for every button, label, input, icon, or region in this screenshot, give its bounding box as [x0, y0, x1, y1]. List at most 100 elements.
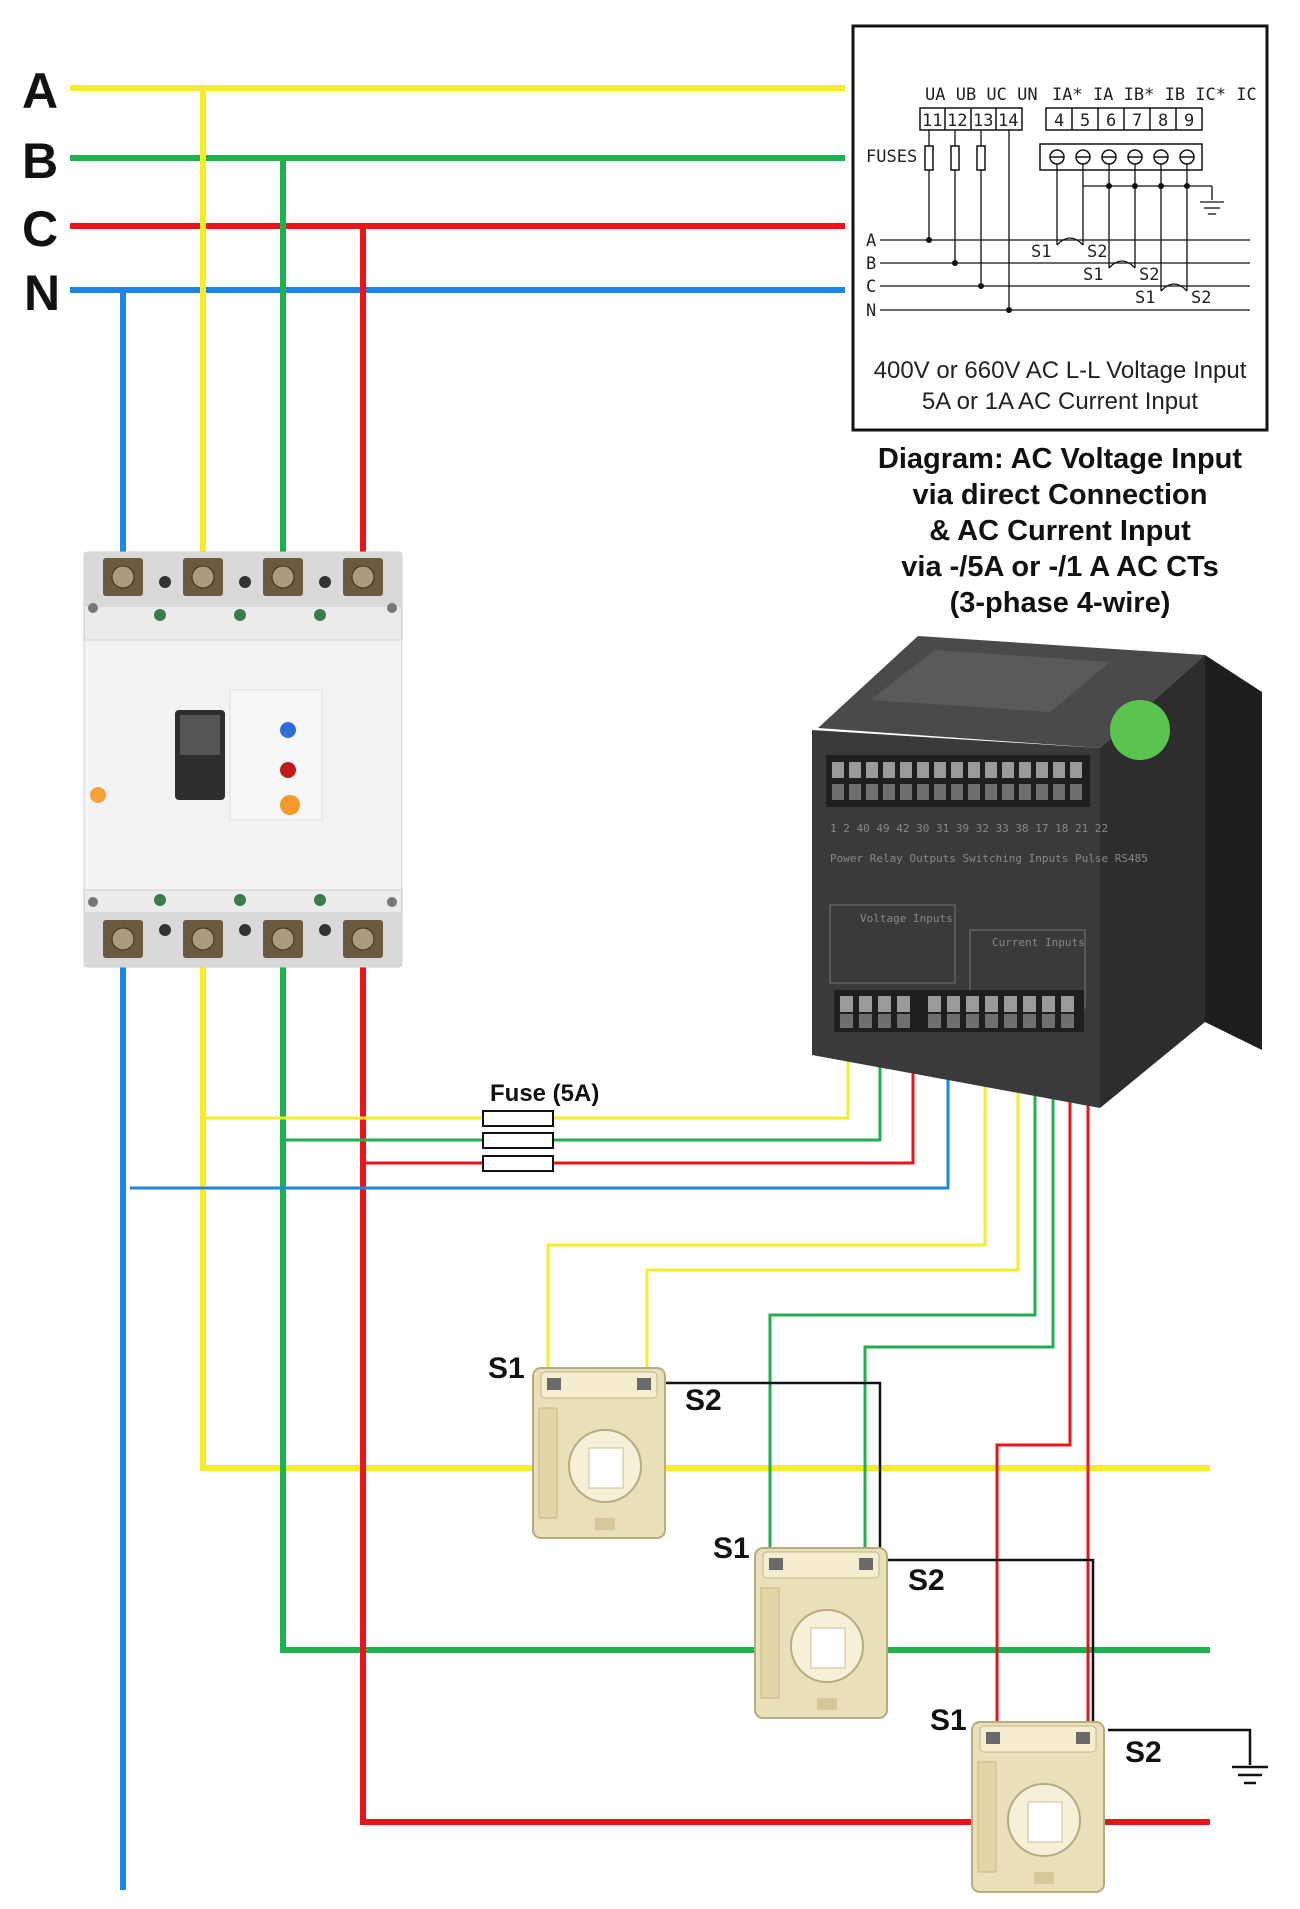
terminal-screw-icon	[917, 762, 929, 778]
test-button-icon	[280, 722, 296, 738]
sch-line-a: A	[866, 231, 876, 251]
ct-9: 9	[1184, 111, 1194, 131]
ct-6: 6	[1106, 111, 1116, 131]
terminal-slot-icon	[1004, 1014, 1017, 1028]
terminal-screw-icon	[878, 996, 891, 1012]
current-heads: IA* IA IB* IB IC* IC	[1052, 85, 1257, 105]
meter-sticker-icon	[1110, 700, 1170, 760]
terminal-screw-icon	[1019, 762, 1031, 778]
breaker-bottom-terminals	[103, 894, 383, 958]
terminal-screw-icon	[1070, 762, 1082, 778]
sch-ct2-s1: S1	[1083, 265, 1103, 285]
terminal-slot-icon	[840, 1014, 853, 1028]
terminal-slot-icon	[968, 784, 980, 800]
terminal-screw-icon	[1036, 762, 1048, 778]
meter-upper-terminals	[832, 762, 1082, 800]
terminal-slot-icon	[859, 1014, 872, 1028]
ct-c	[971, 1721, 1105, 1893]
terminal-slot-icon	[934, 784, 946, 800]
terminal-screw-icon	[928, 996, 941, 1012]
terminal-slot-icon	[985, 1014, 998, 1028]
fuse-label: Fuse (5A)	[490, 1080, 599, 1107]
terminal-slot-icon	[883, 784, 895, 800]
ct1-s1-label: S1	[488, 1352, 525, 1385]
fuse-c	[482, 1155, 554, 1172]
voltage-terminal-block: 11 12 13 14	[919, 107, 1023, 131]
diagram-caption: Diagram: AC Voltage Input via direct Con…	[878, 443, 1242, 619]
ct-5: 5	[1080, 111, 1090, 131]
terminal-screw-icon	[947, 996, 960, 1012]
ct2-s2-label: S2	[908, 1564, 945, 1597]
ct-b	[754, 1547, 888, 1719]
terminal-slot-icon	[917, 784, 929, 800]
fuses-label: FUSES	[866, 147, 917, 167]
ct-a	[532, 1367, 666, 1539]
terminal-slot-icon	[947, 1014, 960, 1028]
indicator-orange-icon	[280, 795, 300, 815]
terminal-screw-icon	[832, 762, 844, 778]
fuse-a	[482, 1110, 554, 1127]
terminal-slot-icon	[1070, 784, 1082, 800]
terminal-screw-icon	[985, 996, 998, 1012]
sch-ct2-s2: S2	[1139, 265, 1159, 285]
ct-7: 7	[1132, 111, 1142, 131]
ct-secondary-wires	[666, 1381, 1252, 1765]
phase-c-label: C	[22, 201, 58, 257]
phase-a-label: A	[22, 63, 58, 119]
terminal-slot-icon	[928, 1014, 941, 1028]
schematic-box: UA UB UC UN IA* IA IB* IB IC* IC 11 12 1…	[851, 24, 1269, 432]
meter-label-row2: Power Relay Outputs Switching Inputs Pul…	[830, 852, 1148, 865]
breaker-top-terminals	[103, 558, 383, 621]
terminal-slot-icon	[832, 784, 844, 800]
sch-ct1-s2: S2	[1087, 242, 1107, 262]
caption-line-2: via direct Connection	[913, 479, 1208, 511]
terminal-slot-icon	[849, 784, 861, 800]
terminal-slot-icon	[1061, 1014, 1074, 1028]
terminal-screw-icon	[966, 996, 979, 1012]
terminal-screw-icon	[866, 762, 878, 778]
terminal-screw-icon	[900, 762, 912, 778]
vt-13: 13	[973, 111, 993, 131]
sch-ct3-s1: S1	[1135, 288, 1155, 308]
ct-8: 8	[1158, 111, 1168, 131]
ct2-s1-label: S1	[713, 1532, 750, 1565]
ground-icon	[1232, 1765, 1268, 1785]
sch-line-c: C	[866, 277, 876, 297]
vt-12: 12	[947, 111, 967, 131]
terminal-screw-icon	[859, 996, 872, 1012]
ct-4: 4	[1054, 111, 1064, 131]
terminal-slot-icon	[966, 1014, 979, 1028]
current-transformers	[532, 1367, 1105, 1893]
phase-b-label: B	[22, 133, 58, 189]
ct3-s2-label: S2	[1125, 1736, 1162, 1769]
fuses	[482, 1110, 554, 1172]
terminal-screw-icon	[1023, 996, 1036, 1012]
terminal-screw-icon	[1042, 996, 1055, 1012]
terminal-slot-icon	[1042, 1014, 1055, 1028]
power-meter: 1 2 40 49 42 30 31 39 32 33 38 17 18 21 …	[812, 636, 1262, 1108]
phase-n-label: N	[24, 265, 60, 321]
vt-14: 14	[998, 111, 1018, 131]
terminal-screw-icon	[968, 762, 980, 778]
terminal-slot-icon	[1019, 784, 1031, 800]
terminal-slot-icon	[878, 1014, 891, 1028]
ct3-s1-label: S1	[930, 1704, 967, 1737]
fuse-b	[482, 1132, 554, 1149]
terminal-screw-icon	[951, 762, 963, 778]
terminal-slot-icon	[985, 784, 997, 800]
meter-label-row1: 1 2 40 49 42 30 31 39 32 33 38 17 18 21 …	[830, 822, 1108, 835]
terminal-screw-icon	[883, 762, 895, 778]
ct1-s2-label: S2	[685, 1384, 722, 1417]
meter-lower-terminals	[840, 996, 1074, 1028]
vt-11: 11	[922, 111, 942, 131]
caption-line-1: Diagram: AC Voltage Input	[878, 443, 1242, 475]
current-wires	[546, 1030, 1090, 1735]
terminal-screw-icon	[849, 762, 861, 778]
schematic-note-2: 5A or 1A AC Current Input	[922, 388, 1198, 415]
terminal-slot-icon	[866, 784, 878, 800]
voltage-heads: UA UB UC UN	[925, 85, 1038, 105]
terminal-slot-icon	[1002, 784, 1014, 800]
caption-line-5: (3-phase 4-wire)	[950, 587, 1171, 619]
terminal-screw-icon	[1004, 996, 1017, 1012]
